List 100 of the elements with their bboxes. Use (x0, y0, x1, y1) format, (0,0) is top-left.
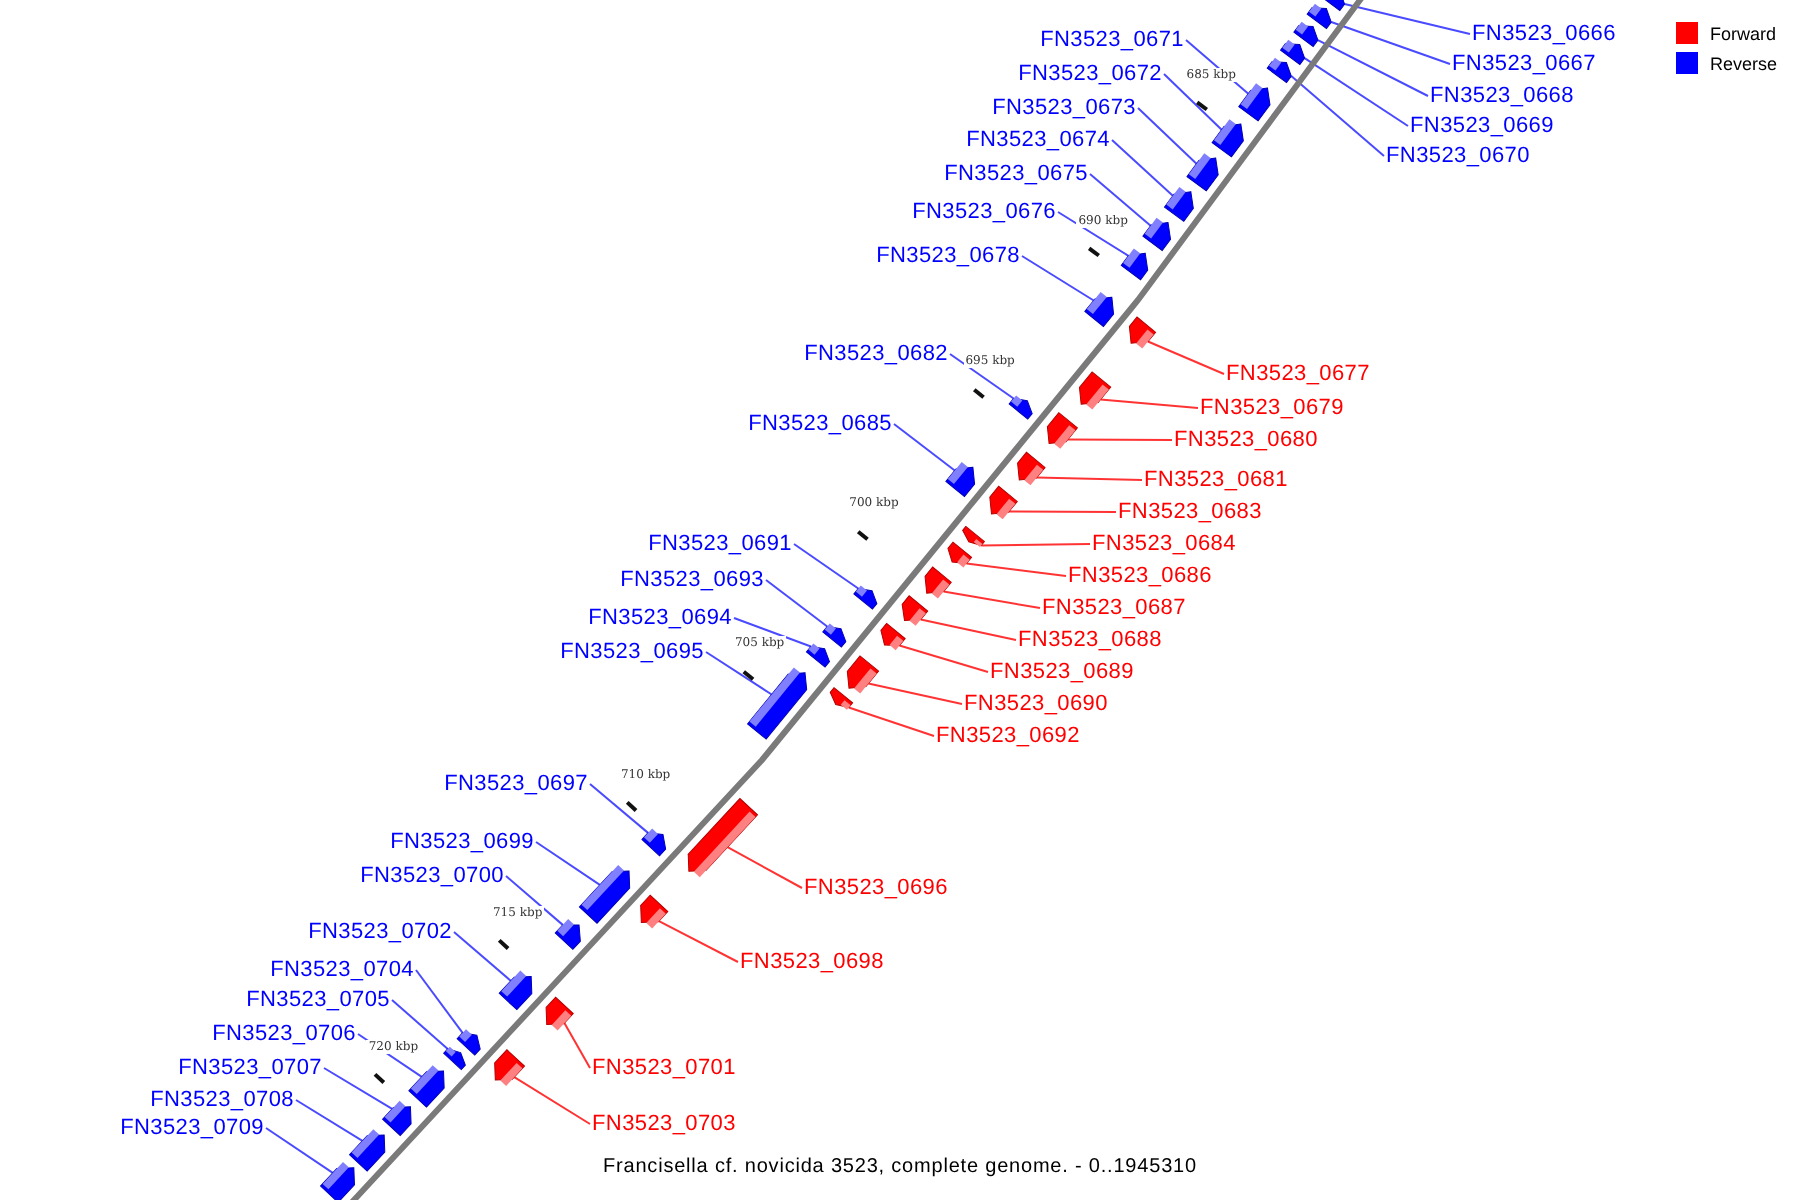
gene-segment (945, 461, 976, 497)
leader-line (657, 920, 739, 963)
gene-label: FN3523_0676 (912, 200, 1056, 224)
leader-line (1066, 438, 1173, 441)
leader-line (1021, 255, 1095, 302)
leader-line (1316, 39, 1429, 97)
leader-line (1303, 57, 1409, 127)
leader-line (1008, 510, 1117, 513)
gene-segment (687, 798, 758, 878)
leader-line (505, 875, 564, 926)
gene-label: FN3523_0680 (1174, 428, 1318, 452)
gene-segment (578, 865, 631, 924)
legend-label: Reverse (1710, 53, 1778, 73)
leader-line (1343, 3, 1471, 35)
leader-line (1099, 398, 1199, 409)
gene-label: FN3523_0705 (246, 988, 390, 1012)
legend-label: Forward (1710, 23, 1777, 43)
leader-line (589, 783, 650, 834)
leader-line (705, 651, 773, 696)
gene-segment (382, 1100, 412, 1136)
gene-segment (1186, 153, 1219, 192)
leader-line (898, 644, 989, 673)
gene-label: FN3523_0700 (360, 864, 504, 888)
leader-line (949, 353, 1015, 400)
leader-line (765, 579, 829, 628)
gene-label: FN3523_0681 (1144, 468, 1288, 492)
gene-segment (641, 828, 667, 857)
leader-line (893, 423, 956, 472)
leader-line (453, 931, 512, 982)
leader-line (733, 617, 812, 648)
leader-line (265, 1127, 334, 1174)
gene-label: FN3523_0677 (1226, 362, 1370, 386)
gene-segment (498, 970, 533, 1011)
gene-segment (1142, 217, 1171, 251)
gene-label: FN3523_0704 (270, 958, 414, 982)
leader-line (1290, 75, 1385, 157)
leader-line (965, 562, 1067, 577)
gene-label: FN3523_0703 (592, 1112, 736, 1136)
gene-label: FN3523_0708 (150, 1088, 294, 1112)
gene-label: FN3523_0672 (1018, 62, 1162, 86)
gene-segment (880, 622, 906, 651)
gene-label: FN3523_0687 (1042, 596, 1186, 620)
leader-line (295, 1099, 364, 1142)
leader-line (563, 1022, 591, 1069)
gene-segment (554, 919, 581, 950)
gene-segment (640, 894, 669, 929)
leader-line (942, 590, 1041, 609)
leader-line (1111, 139, 1174, 197)
gene-segment (1211, 119, 1244, 158)
gene-segment (822, 623, 847, 648)
gene-segment (1293, 21, 1319, 47)
gene-segment (320, 1161, 355, 1200)
leader-line (1035, 476, 1143, 481)
leader-line (1089, 173, 1152, 227)
gene-segment (1120, 248, 1149, 281)
gene-segment (1266, 57, 1292, 83)
gene-label: FN3523_0707 (178, 1056, 322, 1080)
gene-segment (1084, 291, 1115, 327)
leader-line (1147, 340, 1225, 375)
gene-segment (1017, 451, 1046, 486)
leader-line (793, 543, 860, 590)
leader-line (919, 618, 1017, 641)
gene-label: FN3523_0679 (1200, 396, 1344, 420)
leader-line (415, 969, 464, 1034)
gene-label: FN3523_0694 (588, 606, 732, 630)
gene-label: FN3523_0695 (560, 640, 704, 664)
gene-segment (408, 1065, 445, 1108)
gene-segment (846, 655, 880, 694)
gene-label: FN3523_0669 (1410, 114, 1554, 138)
gene-segment (1128, 316, 1157, 349)
gene-label: FN3523_0667 (1452, 52, 1596, 76)
gene-label: FN3523_0691 (648, 532, 792, 556)
leader-line (847, 706, 935, 737)
leader-line (867, 682, 963, 705)
gene-label: FN3523_0671 (1040, 28, 1184, 52)
gene-segment (1238, 83, 1271, 122)
gene-label: FN3523_0690 (964, 692, 1108, 716)
gene-label: FN3523_0702 (308, 920, 452, 944)
gene-label: FN3523_0678 (876, 244, 1020, 268)
gene-label: FN3523_0684 (1092, 532, 1236, 556)
leader-line (391, 999, 449, 1050)
gene-label: FN3523_0674 (966, 128, 1110, 152)
gene-label: FN3523_0670 (1386, 144, 1530, 168)
gene-label: FN3523_0688 (1018, 628, 1162, 652)
gene-segment (494, 1049, 525, 1086)
gene-segment (747, 667, 808, 740)
gene-label: FN3523_0698 (740, 950, 884, 974)
leader-line (980, 543, 1091, 547)
gene-segment (1008, 395, 1033, 420)
gene-label: FN3523_0709 (120, 1116, 264, 1140)
gene-segment (947, 541, 973, 568)
gene-segment (456, 1029, 481, 1056)
gene-label: FN3523_0686 (1068, 564, 1212, 588)
leader-line (513, 1076, 591, 1125)
gene-segment (1280, 39, 1306, 65)
gene-segment (901, 595, 929, 626)
gene-label: FN3523_0668 (1430, 84, 1574, 108)
gene-label: FN3523_0706 (212, 1022, 356, 1046)
leader-line (535, 841, 601, 886)
gene-segment (1306, 3, 1332, 29)
